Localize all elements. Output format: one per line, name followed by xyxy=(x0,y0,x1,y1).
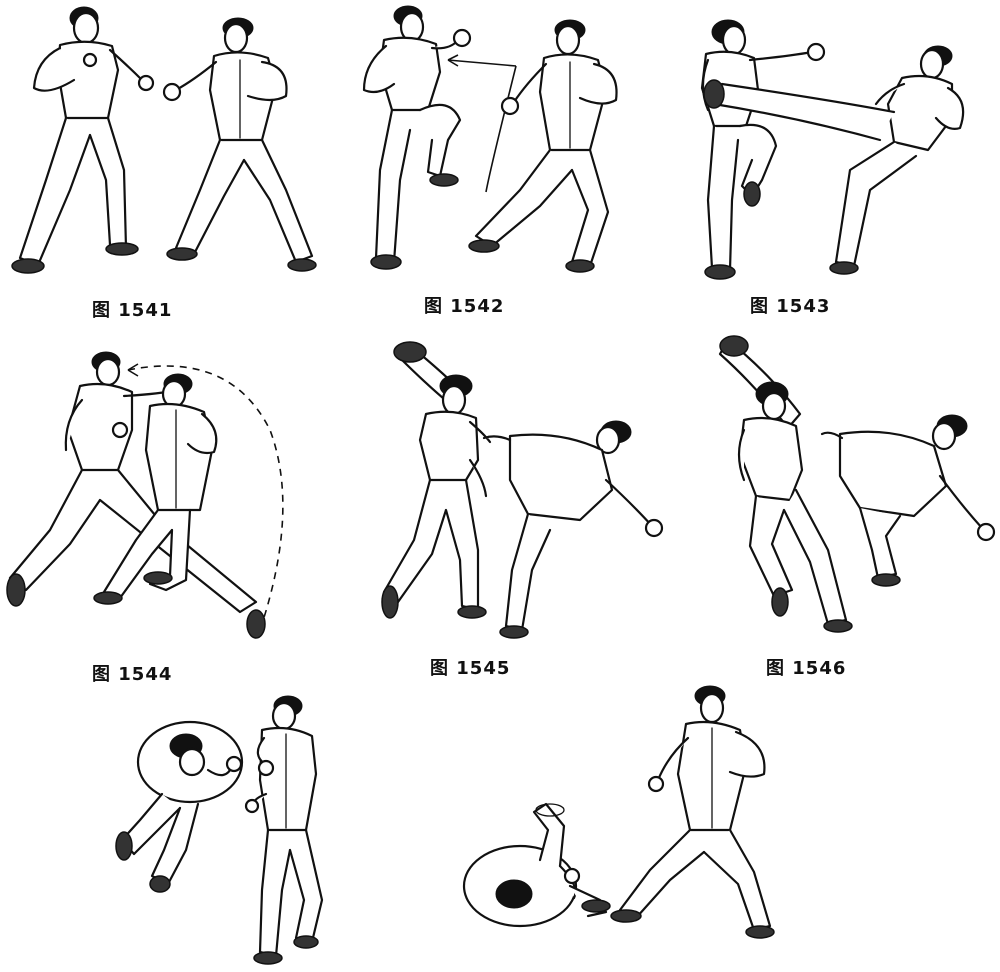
figure-1543-caption: 图 1543 xyxy=(750,296,831,317)
figure-1546: 图 1546 xyxy=(700,330,1000,680)
fighter-left xyxy=(700,19,826,280)
fighter-rolling xyxy=(115,720,244,893)
motion-arrow xyxy=(485,65,517,193)
figure-1541: 图 1541 xyxy=(0,0,330,330)
fighter-left xyxy=(381,341,492,619)
fighter-right xyxy=(468,19,618,273)
fighter-left xyxy=(6,351,266,639)
figure-1542-drawing xyxy=(362,5,618,273)
fighter-right xyxy=(482,420,664,639)
figure-1543-drawing xyxy=(700,19,965,280)
figure-1544-caption: 图 1544 xyxy=(92,664,173,685)
fighter-fallen xyxy=(462,802,611,928)
figure-1543: 图 1543 xyxy=(680,0,1000,330)
figure-1545: 图 1545 xyxy=(350,330,680,680)
figure-1544-drawing xyxy=(6,351,284,639)
figure-1547-drawing xyxy=(115,695,324,965)
figure-1546-drawing xyxy=(718,335,996,633)
figure-1548 xyxy=(450,680,810,972)
fighter-standing xyxy=(610,685,775,939)
figure-1544: 图 1544 xyxy=(0,340,330,685)
figure-1548-drawing xyxy=(462,685,775,939)
figure-1542-caption: 图 1542 xyxy=(424,296,505,317)
figure-1541-drawing xyxy=(11,6,317,274)
figure-1545-drawing xyxy=(381,341,664,639)
fighter-standing xyxy=(244,695,324,965)
fighter-right xyxy=(820,414,996,587)
motion-arc xyxy=(127,365,284,631)
fighter-right xyxy=(162,17,317,272)
figure-1547 xyxy=(100,690,350,972)
fighter-left xyxy=(362,5,472,270)
figure-1542: 图 1542 xyxy=(340,0,670,330)
fighter-left xyxy=(11,6,155,274)
figure-1545-caption: 图 1545 xyxy=(430,658,511,679)
figure-1546-caption: 图 1546 xyxy=(766,658,847,679)
fighter-left xyxy=(718,335,853,633)
fighter-right xyxy=(93,373,218,605)
figure-1541-caption: 图 1541 xyxy=(92,300,173,321)
fighter-right xyxy=(703,45,965,275)
